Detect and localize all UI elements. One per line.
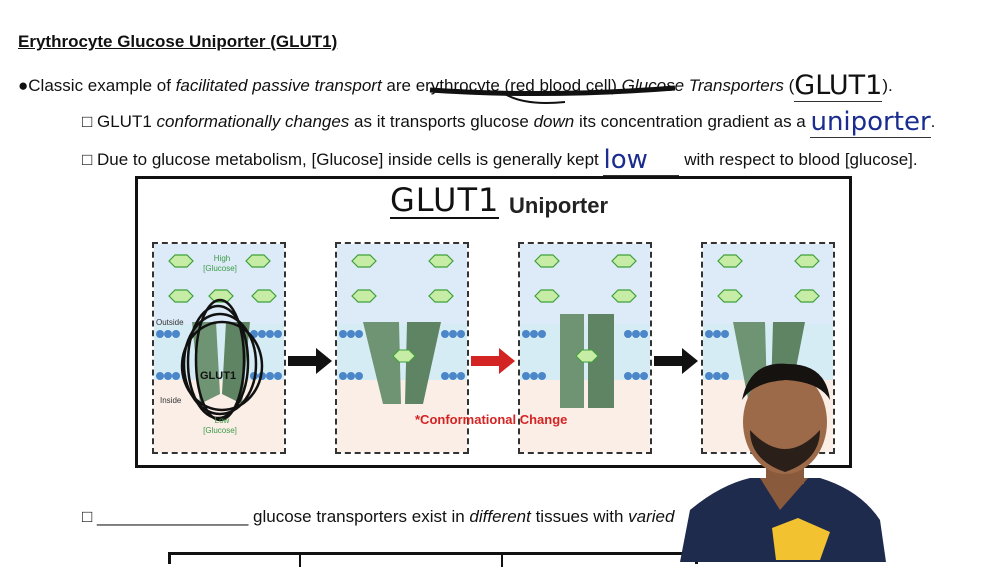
- checkbox-icon: □: [82, 507, 93, 526]
- bullet-line-4: □ ________________ glucose transporters …: [82, 507, 675, 526]
- bullet-line-3: □ Due to glucose metabolism, [Glucose] i…: [82, 145, 918, 176]
- black-arrow-icon: [288, 348, 332, 374]
- handwritten-glut1: GLUT1: [794, 70, 883, 102]
- glut1-label: GLUT1: [200, 370, 237, 382]
- checkbox-icon: □: [82, 150, 93, 169]
- presenter-avatar: [680, 363, 886, 562]
- panel-1: High [Glucose] Outside Inside GLUT1 Low …: [152, 242, 286, 454]
- red-arrow-icon: [471, 348, 515, 374]
- black-arrow-icon: [654, 348, 698, 374]
- handwritten-uniporter: uniporter: [810, 107, 931, 138]
- diagram-handwritten-title: GLUT1: [390, 181, 500, 219]
- checkbox-icon: □: [82, 112, 93, 131]
- panel-3: [518, 242, 652, 454]
- bullet-line-2: □ GLUT1 conformationally changes as it t…: [82, 107, 936, 138]
- handwritten-low: low: [603, 145, 680, 176]
- bottom-table-edge: [168, 552, 698, 567]
- panel-2: [335, 242, 469, 454]
- bullet: ●: [18, 76, 29, 95]
- fill-blank: ________________: [97, 507, 249, 526]
- conformational-change-label: *Conformational Change: [415, 412, 568, 427]
- ink-underline-scribble: [429, 85, 676, 104]
- section-title: Erythrocyte Glucose Uniporter (GLUT1): [18, 32, 338, 51]
- diagram-title: Uniporter: [509, 193, 608, 218]
- bullet-line-1: ●Classic example of facilitated passive …: [18, 70, 893, 102]
